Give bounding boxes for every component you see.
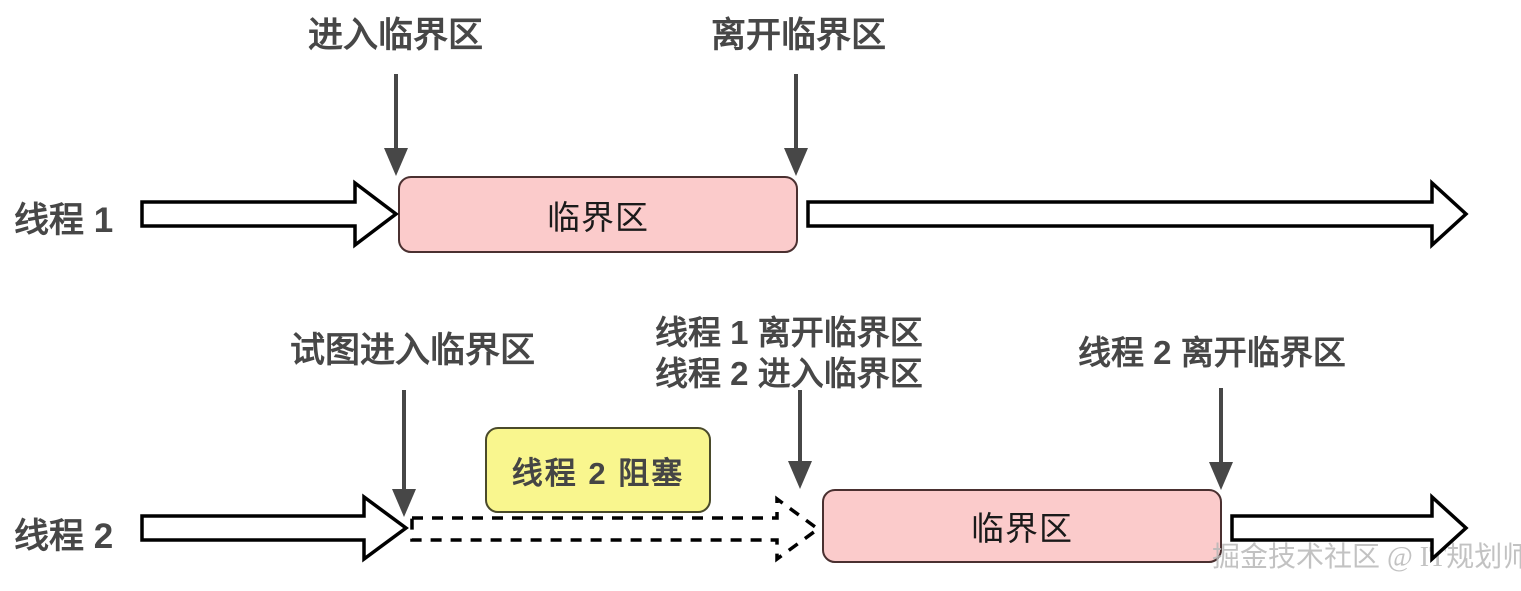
annotation-arrow-enter-cs [384,74,408,176]
annotation-arrow-try-enter-cs [392,390,416,517]
annotation-arrow-handoff [788,390,812,489]
annotation-try-enter-critical-section: 试图进入临界区 [290,331,536,370]
blocked-box-label: 线程 2 阻塞 [511,455,685,491]
watermark-text: 掘金技术社区 @ IT规划师 [1212,542,1521,573]
critical-section-box-thread-1: 临界区 [398,176,798,253]
annotation-arrow-thread-2-leave-cs [1209,388,1233,490]
annotation-handoff-thread-2-enters: 线程 2 进入临界区 [655,355,923,392]
annotation-handoff-thread-1-leaves: 线程 1 离开临界区 [655,314,923,351]
annotation-thread-2-leaves-critical-section: 线程 2 离开临界区 [1078,334,1346,371]
flow-arrow-thread-1-before [140,179,399,249]
flow-arrow-thread-1-after [806,179,1469,249]
annotation-leave-critical-section: 离开临界区 [711,16,887,55]
lane-label-thread-2: 线程 2 [14,517,114,556]
flow-arrow-thread-2-before [140,493,409,563]
annotation-enter-critical-section: 进入临界区 [308,16,484,55]
critical-section-box-thread-2: 临界区 [822,489,1222,563]
critical-section-label-thread-1: 临界区 [547,198,649,236]
annotation-arrow-leave-cs [784,74,808,176]
critical-section-label-thread-2: 临界区 [971,510,1073,547]
lane-label-thread-1: 线程 1 [14,201,114,240]
blocked-box-thread-2: 线程 2 阻塞 [485,427,711,513]
